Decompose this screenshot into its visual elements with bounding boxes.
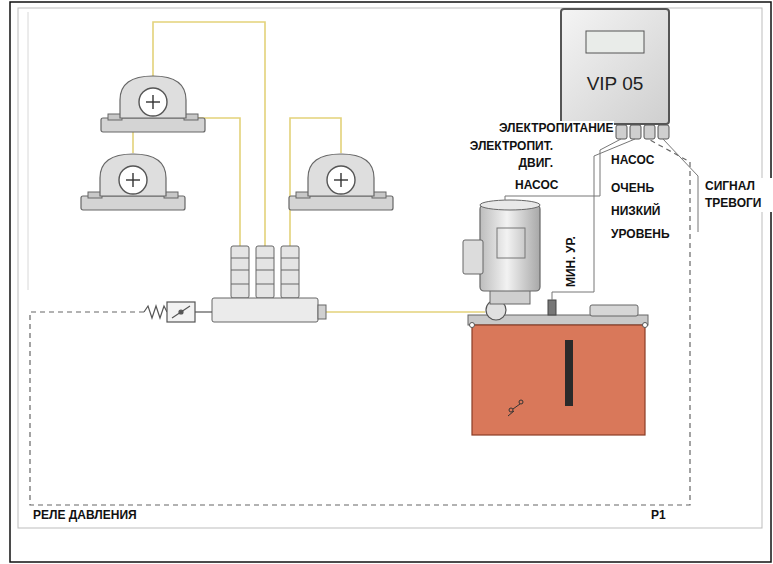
wire-label: НАСОС [514, 178, 559, 192]
display-window [585, 30, 645, 54]
device-name: VIP 05 [587, 73, 644, 95]
wire-label: СИГНАЛ ТРЕВОГИ [704, 178, 772, 212]
wire-label: НАСОС [610, 153, 655, 167]
wire-label: ОЧЕНЬ НИЗКИЙ УРОВЕНЬ [610, 177, 684, 246]
wire-label: ЭЛЕКТРОПИТАНИЕ [498, 121, 614, 135]
wire-label: РЕЛЕ ДАВЛЕНИЯ [32, 508, 138, 522]
sensor-label: МИН. УР. [564, 235, 578, 288]
controller-box: VIP 05 [560, 8, 670, 125]
wire-label: P1 [650, 508, 667, 522]
wire-label: ЭЛЕКТРОПИТ. ДВИГ. [456, 138, 554, 172]
